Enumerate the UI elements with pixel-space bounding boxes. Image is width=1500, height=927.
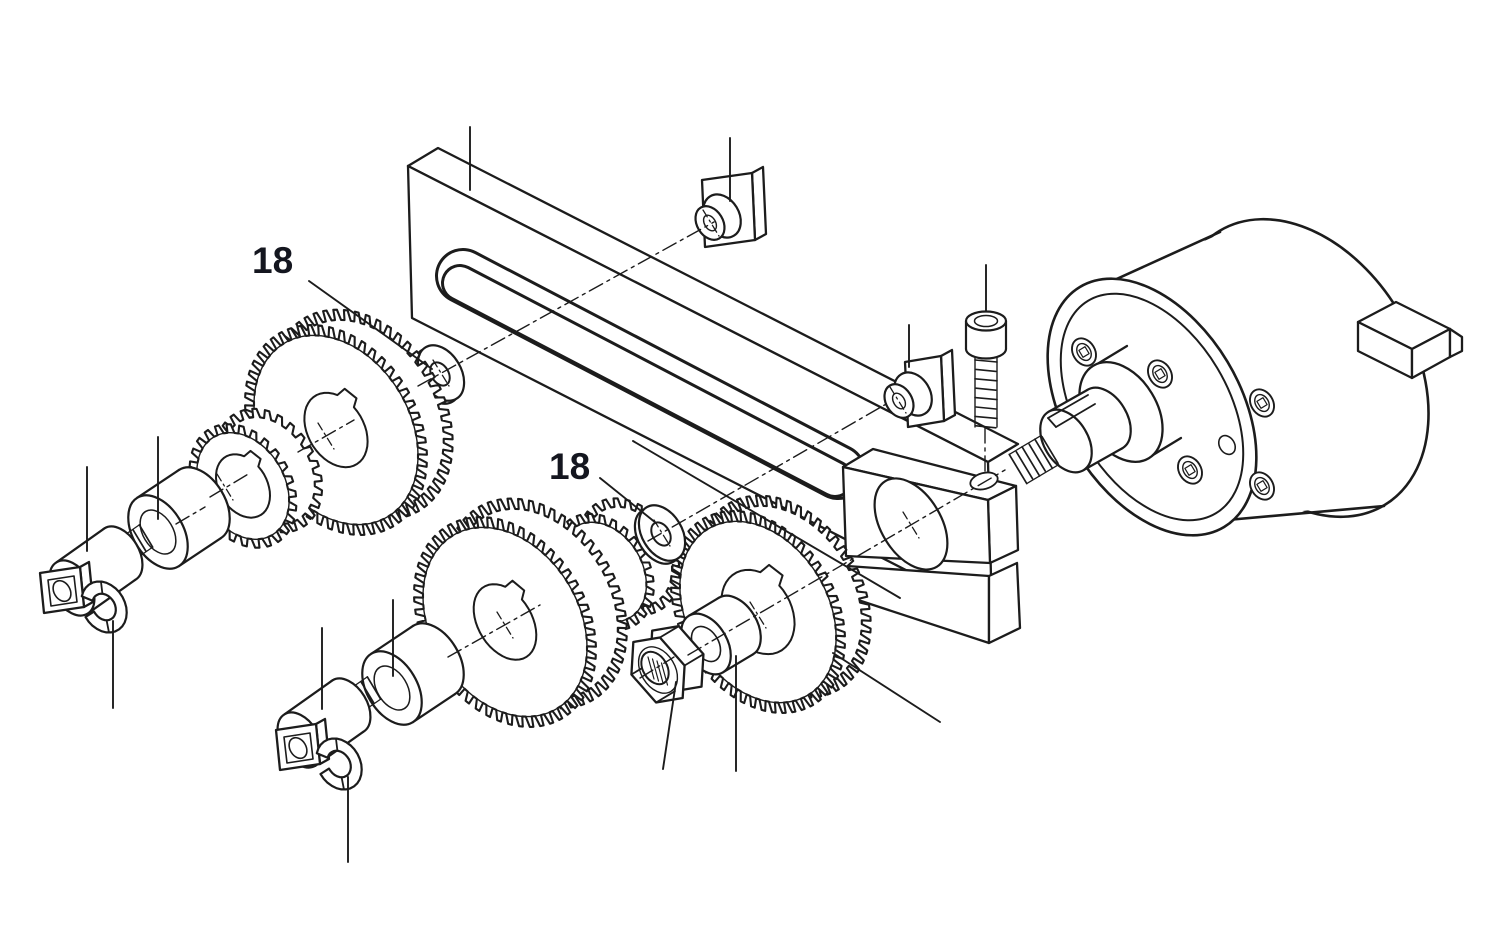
hex-socket-screw-icon <box>1071 337 1097 367</box>
square-head-stud-upper <box>38 560 95 615</box>
hex-socket-screw-icon <box>1249 388 1275 418</box>
split-clamp-block <box>841 447 1022 645</box>
e-clip-lower <box>315 737 363 791</box>
t-slot-nut-upper <box>694 165 768 249</box>
gearbox-motor-unit <box>1008 217 1464 537</box>
hex-socket-screw-icon <box>1177 455 1203 485</box>
part-label-18-rear: 18 <box>549 446 591 487</box>
e-clip-upper <box>80 580 128 634</box>
square-output-shaft <box>1356 300 1464 380</box>
part-label-18-front: 18 <box>252 240 294 281</box>
center-lines <box>175 209 1006 679</box>
leader-lines <box>86 126 987 863</box>
hex-socket-screw-icon <box>1147 359 1173 389</box>
hex-nut <box>630 625 705 704</box>
socket-head-cap-screw <box>964 310 1008 429</box>
t-slot-nut-lower <box>883 348 957 429</box>
hex-socket-screw-icon <box>1249 471 1275 501</box>
